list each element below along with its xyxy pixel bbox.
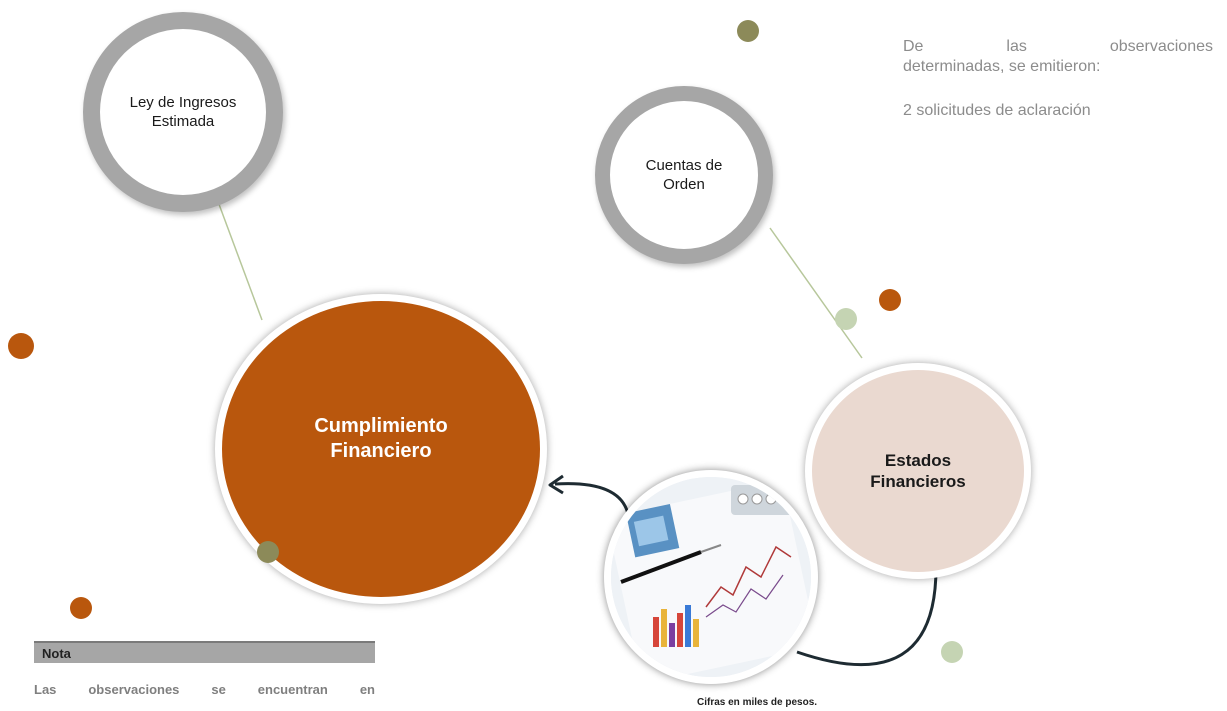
circle-cuentas-orden: Cuentas de Orden [595,86,773,264]
circle-ley-ingresos-label: Ley de Ingresos Estimada [129,94,237,130]
note-title: Nota [42,646,71,661]
connector-line-cuentas [769,227,863,359]
financial-charts-illustration [611,477,811,677]
observations-line-1: De las observaciones [903,38,1213,55]
circle-cuentas-orden-label: Cuentas de Orden [645,157,723,193]
observations-line-3: 2 solicitudes de aclaración [903,102,1091,119]
decorative-dot-sage-mid [835,308,857,330]
circle-estados-label: Estados Financieros [870,451,966,491]
decorative-dot-orange-left [8,333,34,359]
circle-estados-financieros: Estados Financieros [805,363,1031,579]
circle-cumplimiento-label: Cumplimiento Financiero [314,415,448,462]
decorative-dot-orange-bottom [70,597,92,619]
circle-cumplimiento-financiero: Cumplimiento Financiero [215,294,547,604]
decorative-dot-olive-bottom [257,541,279,563]
arrow-to-cumplimiento [554,482,630,515]
note-text: Las observaciones se encuentran en [34,682,375,697]
footnote: Cifras en miles de pesos. [697,697,818,708]
decorative-dot-orange-right [879,289,901,311]
financial-charts-photo [604,470,818,684]
note-header: Nota [34,641,375,663]
observations-text: De las observaciones determinadas, se em… [903,37,1213,121]
decorative-dot-olive-top [737,20,759,42]
decorative-dot-sage-bottom [941,641,963,663]
arrowhead-cumplimiento [548,474,564,495]
arrow-to-estados [796,565,938,667]
observations-line-2: determinadas, se emitieron: [903,58,1101,75]
circle-ley-ingresos: Ley de Ingresos Estimada [83,12,283,212]
